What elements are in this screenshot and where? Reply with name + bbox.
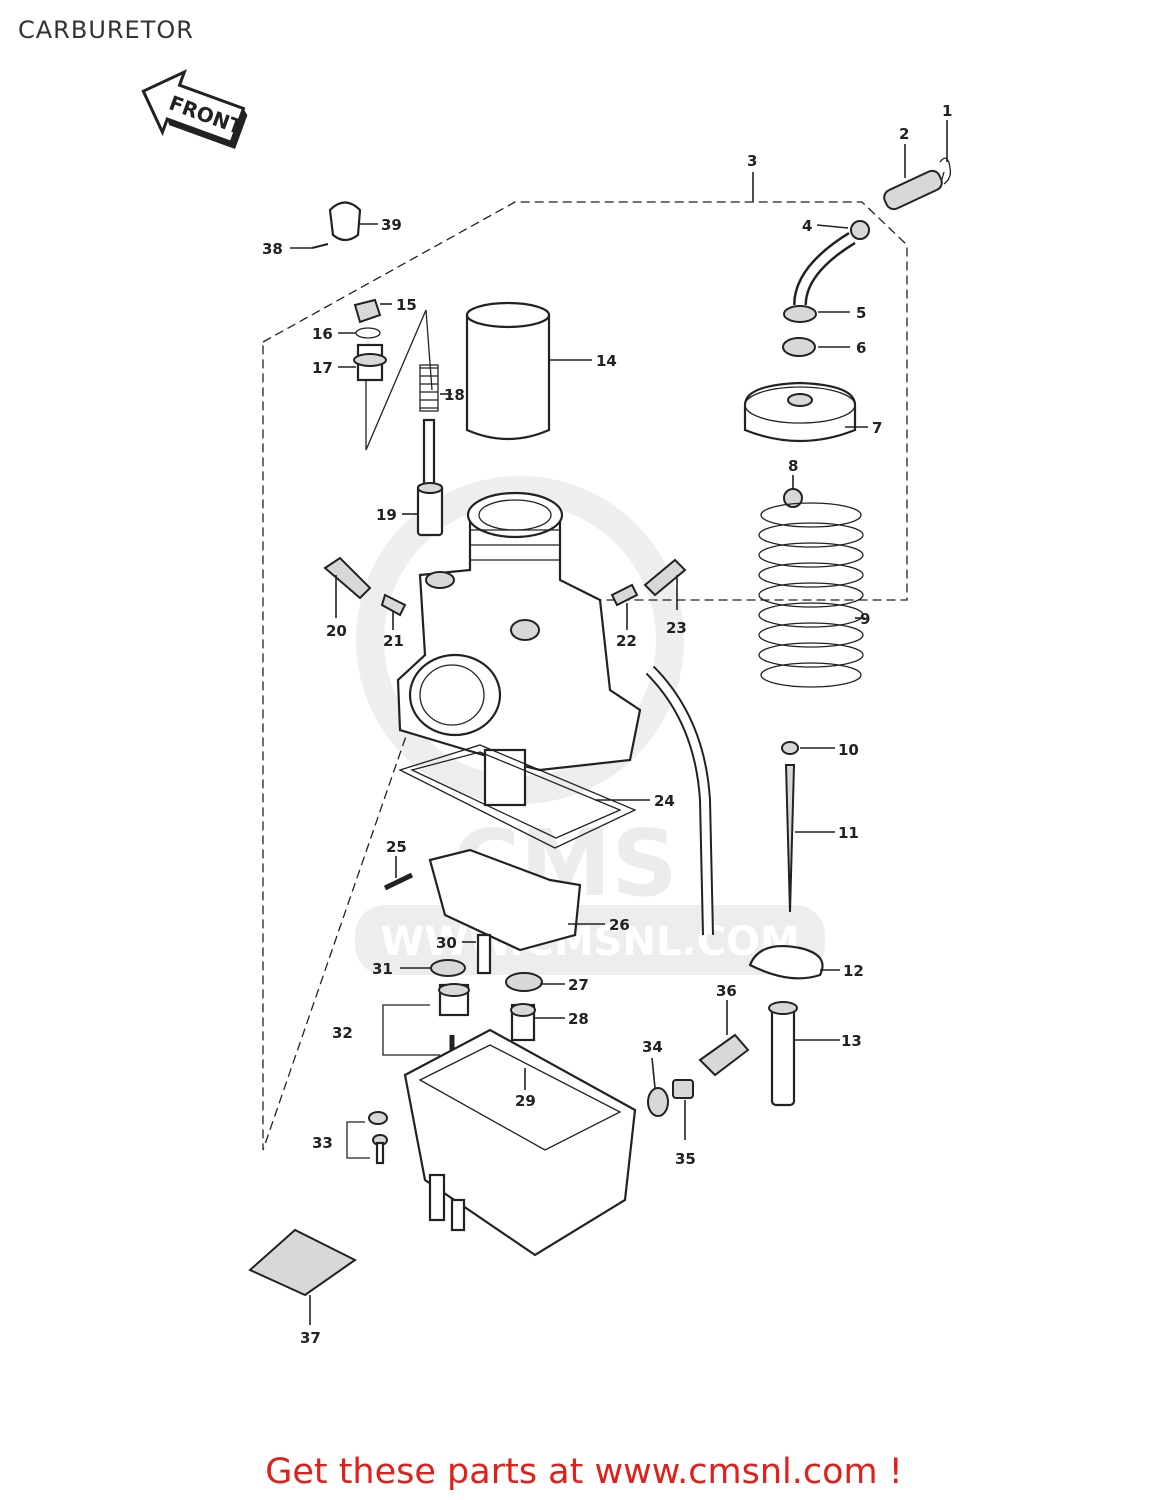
part-2-adjuster: [883, 169, 943, 211]
callout-39: 39: [381, 216, 402, 234]
callout-23: 23: [666, 619, 687, 637]
group-bracket-33: [346, 1121, 370, 1159]
callout-36: 36: [716, 982, 737, 1000]
part-11-jet-needle: [784, 764, 796, 913]
watermark-url: WWW.CMSNL.COM: [380, 919, 800, 965]
part-12-plate: [748, 944, 824, 980]
part-4-5-cable-elbow: [783, 220, 870, 323]
callout-14: 14: [596, 352, 617, 370]
callout-26: 26: [609, 916, 630, 934]
callout-5: 5: [856, 304, 866, 322]
part-37-cover: [248, 1228, 357, 1297]
callout-31: 31: [372, 960, 393, 978]
callout-9: 9: [860, 610, 870, 628]
part-24-gasket: [398, 744, 637, 849]
callout-30: 30: [436, 934, 457, 952]
callout-22: 22: [616, 632, 637, 650]
part-33-screw: [372, 1134, 388, 1165]
callout-20: 20: [326, 622, 347, 640]
callout-1: 1: [942, 102, 952, 120]
group-bracket-32: [382, 1004, 440, 1056]
part-36-bolt: [698, 1033, 750, 1077]
callout-3: 3: [747, 152, 757, 170]
callout-33: 33: [312, 1134, 333, 1152]
callout-12: 12: [843, 962, 864, 980]
callout-15: 15: [396, 296, 417, 314]
callout-11: 11: [838, 824, 859, 842]
callout-numbers: 1 2 3 4 5 6 7 8 9 10 11 12 13 14 15 16 1…: [262, 102, 952, 1347]
callout-4: 4: [802, 217, 812, 235]
callout-37: 37: [300, 1329, 321, 1347]
callout-28: 28: [568, 1010, 589, 1028]
part-13-needle-jet: [768, 1001, 798, 1107]
kit-boundary: [262, 201, 908, 1151]
float-bowl: [403, 1028, 637, 1257]
part-10-needle-clip: [781, 741, 799, 755]
part-7-top-cap: [743, 381, 857, 443]
part-35-plug: [672, 1079, 694, 1099]
part-39-cap: [328, 201, 362, 242]
part-34-gasket: [647, 1087, 669, 1117]
carburetor-exploded-diagram: CMS WWW.CMSNL.COM FRONT: [141, 69, 952, 1347]
callout-35: 35: [675, 1150, 696, 1168]
part-9-spring: [758, 502, 864, 688]
callout-21: 21: [383, 632, 404, 650]
callout-34: 34: [642, 1038, 663, 1056]
part-15-17-air-screw: [353, 298, 387, 382]
callout-19: 19: [376, 506, 397, 524]
callout-16: 16: [312, 325, 333, 343]
part-28-jet: [510, 1003, 536, 1042]
callout-25: 25: [386, 838, 407, 856]
part-19-starter-plunger: [416, 418, 444, 537]
leader-lines: [290, 120, 948, 1325]
callout-2: 2: [899, 125, 909, 143]
callout-32: 32: [332, 1024, 353, 1042]
page-title: CARBURETOR: [18, 16, 194, 44]
group-bracket-15-19: [365, 309, 433, 451]
part-33-washer: [368, 1111, 388, 1125]
callout-24: 24: [654, 792, 675, 810]
front-arrow: FRONT: [141, 69, 248, 150]
part-23-screw: [643, 558, 687, 597]
part-27-washer: [505, 972, 543, 992]
callout-7: 7: [872, 419, 882, 437]
part-25-pin: [383, 872, 414, 891]
promo-footer-link[interactable]: Get these parts at www.cmsnl.com !: [265, 1452, 903, 1492]
part-22-spring: [610, 583, 639, 607]
callout-29: 29: [515, 1092, 536, 1110]
part-38-clip: [311, 243, 329, 249]
callout-13: 13: [841, 1032, 862, 1050]
callout-6: 6: [856, 339, 866, 357]
part-18-spring: [419, 364, 439, 412]
callout-18: 18: [444, 386, 465, 404]
part-20-screw: [323, 556, 372, 600]
part-30-pilot-jet: [476, 933, 492, 975]
part-6-washer: [782, 337, 816, 357]
callout-8: 8: [788, 457, 798, 475]
callout-38: 38: [262, 240, 283, 258]
callout-10: 10: [838, 741, 859, 759]
part-31-washer: [430, 959, 466, 977]
part-26-float: [428, 848, 582, 952]
part-14-throttle-valve: [465, 301, 551, 441]
part-21-spring: [380, 593, 407, 617]
callout-27: 27: [568, 976, 589, 994]
carburetor-body: [396, 491, 642, 807]
callout-17: 17: [312, 359, 333, 377]
part-32-float-valve: [438, 983, 470, 1060]
